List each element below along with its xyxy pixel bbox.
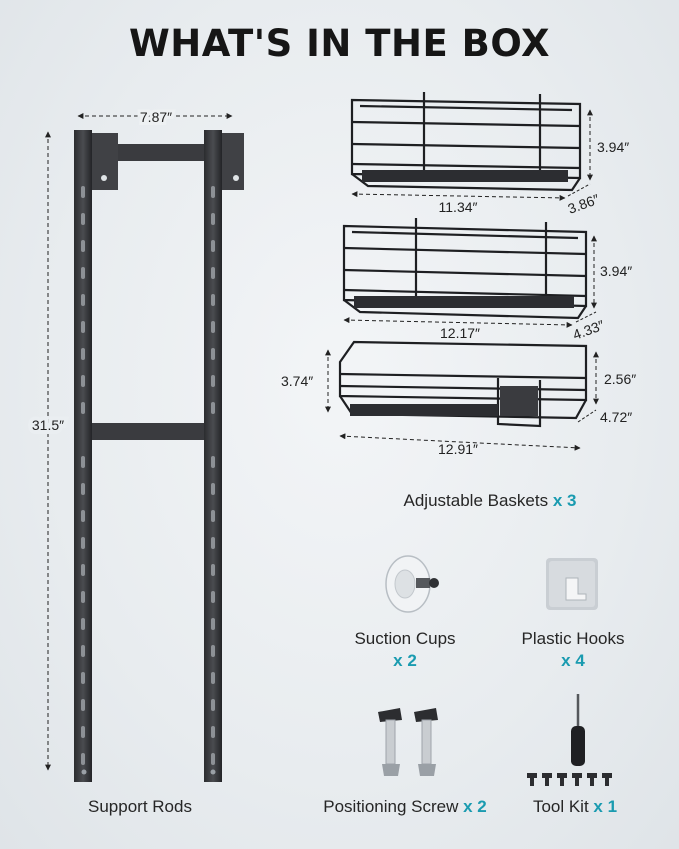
rod-slot [81,645,85,657]
tool-kit-icon [527,694,612,786]
rod-slot [211,537,215,549]
rod-slot [211,618,215,630]
rod-slot [81,240,85,252]
rod-crossbar-top [88,144,210,161]
suction-cups-label: Suction Cups [354,629,456,648]
rod-slot [211,267,215,279]
rod-slot [81,456,85,468]
rod-slot [211,240,215,252]
basket-small-figure [350,92,582,192]
rod-slot [211,213,215,225]
baskets-qty: x 3 [552,491,577,510]
rod-slot [211,726,215,738]
basket-3-length: 12.91″ [438,441,478,457]
rod-slot [81,591,85,603]
basket-2-depth: 4.33″ [571,317,607,343]
rod-slot [211,186,215,198]
support-rods-caption: Support Rods [60,797,220,817]
basket-1-length: 11.34″ [439,199,478,215]
suction-cups-caption: Suction Cups x 2 [330,628,480,672]
positioning-screw-qty: x 2 [463,797,487,816]
rod-slot [81,267,85,279]
rod-slot [81,375,85,387]
basket-large-figure [338,340,588,428]
rod-slot [81,402,85,414]
rod-slot [81,726,85,738]
rod-slot [211,375,215,387]
rod-slot [81,186,85,198]
tool-kit-label: Tool Kit [532,797,589,816]
tool-kit-caption: Tool Kit x 1 [515,797,635,817]
rod-width-label: 7.87″ [140,109,172,125]
rod-slot [81,753,85,765]
rod-slot [211,294,215,306]
basket-medium-figure [342,218,588,320]
plastic-hooks-qty: x 4 [561,651,585,670]
basket-3-height: 3.74″ [281,373,313,389]
rod-slot [211,321,215,333]
basket-3-height-side: 2.56″ [604,371,636,387]
rod-slot [81,483,85,495]
rod-slot [211,672,215,684]
rod-slot [211,483,215,495]
rod-slot [81,618,85,630]
basket-2-length: 12.17″ [440,325,480,341]
suction-cups-qty: x 2 [393,651,417,670]
suction-cup-icon [385,555,439,613]
support-rods-label: Support Rods [88,797,192,816]
rod-slot [81,699,85,711]
plastic-hooks-caption: Plastic Hooks x 4 [498,628,648,672]
positioning-screw-caption: Positioning Screw x 2 [300,797,510,817]
rod-slot [81,294,85,306]
baskets-label: Adjustable Baskets [403,491,549,510]
rod-slot [81,564,85,576]
basket-1-depth: 3.86″ [566,191,602,217]
rod-slot [211,591,215,603]
rod-slot [211,645,215,657]
baskets-caption: Adjustable Baskets x 3 [360,491,620,511]
rod-slot [81,321,85,333]
rod-slot [81,510,85,522]
rod-slot [211,564,215,576]
rod-slot [211,456,215,468]
rod-slot [211,699,215,711]
rod-slot [81,537,85,549]
rod-slot [211,510,215,522]
rod-crossbar-middle [88,423,210,440]
rod-slot [81,672,85,684]
plastic-hook-icon [546,558,598,610]
basket-2-height: 3.94″ [600,263,632,279]
basket-1-height: 3.94″ [597,139,629,155]
rod-slot [211,348,215,360]
support-rods-figure [74,130,244,782]
page-title: WHAT'S IN THE BOX [129,22,550,65]
tool-kit-qty: x 1 [593,797,618,816]
plastic-hooks-label: Plastic Hooks [521,629,625,648]
rod-height-label: 31.5″ [32,417,64,433]
rod-slot [211,402,215,414]
rod-slot [81,213,85,225]
basket-3-depth: 4.72″ [600,409,632,425]
positioning-screw-icon [378,708,438,776]
positioning-screw-label: Positioning Screw [323,797,459,816]
rod-slot [81,348,85,360]
rod-slot [211,753,215,765]
